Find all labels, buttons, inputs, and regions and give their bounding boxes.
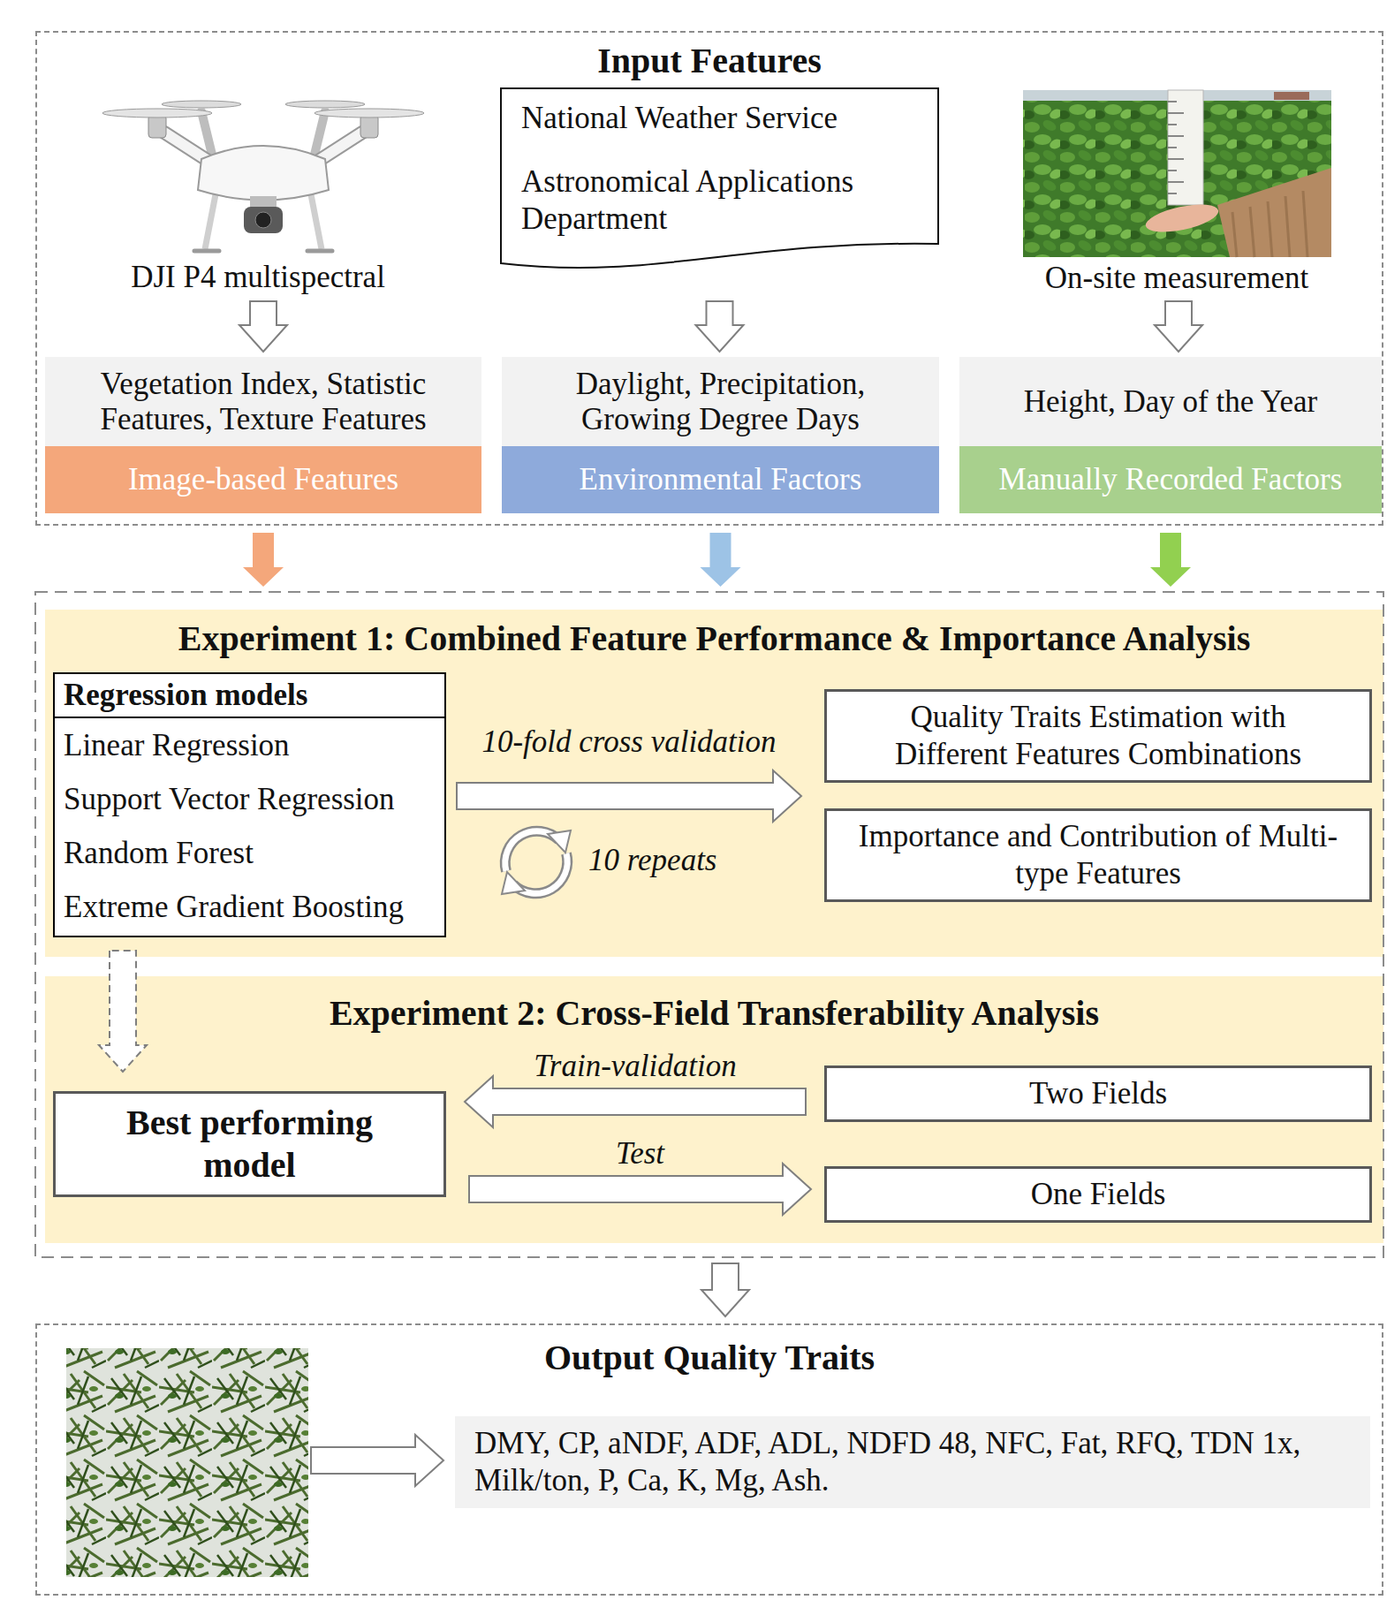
camera-lens	[255, 212, 272, 228]
feature-box: Vegetation Index, Statistic Features, Te…	[45, 356, 482, 447]
node-text: Importance and Contribution of Multi-typ…	[841, 818, 1356, 893]
node-text: Manually Recorded Factors	[968, 461, 1373, 499]
sky	[1023, 90, 1332, 101]
experiment-panel: Experiment 2: Cross-Field Transferabilit…	[45, 976, 1384, 1243]
ruler	[1167, 90, 1204, 205]
node-text: Image-based Features	[53, 461, 473, 499]
label-holder: 10 repeats	[588, 841, 718, 880]
hand	[1143, 199, 1221, 238]
experiment-panel: Experiment 1: Combined Feature Performan…	[45, 609, 1384, 957]
category-band: Image-based Features	[45, 446, 482, 514]
feature-box: Height, Day of the Year	[959, 356, 1382, 447]
node-text: One Fields	[853, 1175, 1343, 1213]
drone-arm	[164, 132, 363, 167]
alfalfa-field	[1023, 90, 1332, 258]
edge-label: Train-validation	[533, 1048, 736, 1084]
colored-arrow	[1150, 532, 1191, 587]
drone-motor	[360, 114, 379, 138]
sleeve	[1217, 167, 1332, 258]
feature-box: Daylight, Precipitation, Growing Degree …	[501, 356, 940, 447]
sleeve-rib	[1232, 190, 1308, 258]
experiments-region	[35, 591, 1384, 1258]
gimbal	[250, 196, 277, 209]
edge-label: Test	[615, 1136, 665, 1171]
result-box: Importance and Contribution of Multi-typ…	[824, 808, 1372, 902]
label-holder: DJI P4 multispectral	[130, 258, 386, 296]
drone-arm	[164, 132, 363, 167]
result-box: Quality Traits Estimation with Different…	[824, 689, 1372, 783]
node-text: National Weather Service	[521, 99, 918, 137]
drone-body	[197, 145, 329, 201]
hollow-arrow	[310, 1434, 444, 1486]
edge-label: 10-fold cross validation	[481, 724, 776, 759]
hollow-arrow	[701, 1263, 750, 1317]
hollow-arrow	[696, 301, 744, 352]
best-model-box: Best performing model	[53, 1091, 447, 1198]
category-band: Manually Recorded Factors	[959, 446, 1382, 514]
category-band: Environmental Factors	[501, 446, 940, 514]
edge-label-holder: Train-validation	[533, 1047, 736, 1085]
drone-leg	[204, 189, 322, 250]
model-list: Regression modelsLinear RegressionSuppor…	[53, 672, 447, 938]
annotation: 10 repeats	[588, 842, 718, 878]
list-heading: Regression models	[54, 674, 445, 719]
output-region: Output Quality TraitsDMY, CP, aNDF, ADF,…	[35, 1323, 1384, 1596]
colored-arrow	[242, 532, 284, 587]
node-text: Height, Day of the Year	[980, 384, 1361, 420]
region-heading: Input Features	[37, 39, 1382, 83]
document-shape: National Weather ServiceAstronomical App…	[500, 87, 940, 276]
camera	[243, 206, 283, 234]
image-caption: On-site measurement	[1045, 260, 1309, 296]
node-text: Daylight, Precipitation, Growing Degree …	[522, 366, 918, 438]
trait-list: DMY, CP, aNDF, ADF, ADL, NDFD 48, NFC, F…	[454, 1416, 1371, 1509]
hollow-arrow	[239, 301, 288, 352]
propeller	[285, 100, 365, 108]
label-holder: On-site measurement	[1045, 259, 1309, 297]
field-box: Two Fields	[824, 1065, 1372, 1122]
propeller	[161, 100, 242, 108]
edge-label-holder: Test	[615, 1135, 665, 1173]
field-photo	[1023, 90, 1332, 258]
propeller	[102, 108, 213, 118]
drone-foot	[194, 249, 333, 254]
propeller	[314, 108, 425, 118]
image-caption: DJI P4 multispectral	[130, 259, 386, 295]
colored-arrow	[700, 532, 742, 587]
field-box: One Fields	[824, 1166, 1372, 1223]
farm-building	[1273, 91, 1310, 100]
drone-illustration	[102, 100, 425, 251]
list-item: Support Vector Regression	[54, 772, 445, 827]
list-item: Extreme Gradient Boosting	[54, 879, 445, 934]
alfalfa-sample-photo	[66, 1348, 309, 1577]
document-outline-path	[500, 88, 939, 268]
node-text: Vegetation Index, Statistic Features, Te…	[66, 366, 461, 438]
node-text: Two Fields	[853, 1075, 1343, 1113]
region-heading: Experiment 1: Combined Feature Performan…	[45, 617, 1384, 660]
region-heading: Experiment 2: Cross-Field Transferabilit…	[45, 992, 1384, 1035]
node-text: Astronomical Applications Department	[521, 163, 918, 238]
list-item: Linear Regression	[54, 718, 445, 773]
hollow-arrow	[1154, 301, 1203, 352]
ruler-ticks	[1167, 101, 1184, 194]
drone-arm	[201, 111, 326, 155]
list-item: Random Forest	[54, 826, 445, 880]
edge-label-holder: 10-fold cross validation	[481, 723, 776, 761]
drone-motor	[148, 114, 167, 138]
node-text: Environmental Factors	[510, 461, 931, 499]
node-text: Quality Traits Estimation with Different…	[853, 698, 1343, 774]
node-text: Best performing model	[104, 1101, 396, 1187]
region-heading: Output Quality Traits	[37, 1336, 1382, 1380]
node-text: DMY, CP, aNDF, ADF, ADL, NDFD 48, NFC, F…	[474, 1424, 1360, 1500]
